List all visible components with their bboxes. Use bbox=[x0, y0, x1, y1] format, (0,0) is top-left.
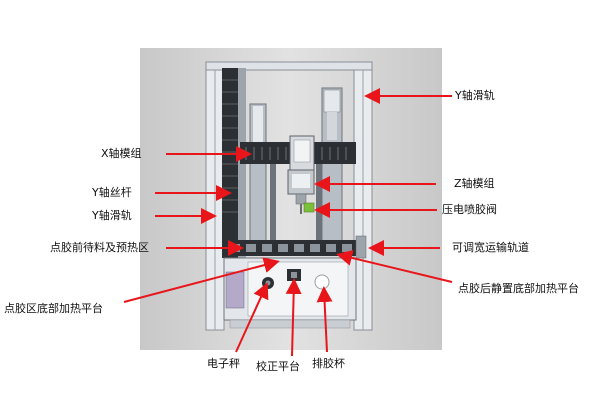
label-z-module: Z轴模组 bbox=[454, 177, 495, 190]
purge-cup-shape bbox=[314, 274, 330, 290]
label-post-platform: 点胶后静置底部加热平台 bbox=[458, 282, 579, 295]
cable-chain bbox=[222, 68, 238, 258]
arrow-purge-cup bbox=[316, 286, 333, 353]
label-valve: 压电喷胶阀 bbox=[442, 203, 497, 216]
label-preheat-zone: 点胶前待料及预热区 bbox=[50, 241, 149, 254]
label-y-screw: Y轴丝杆 bbox=[92, 186, 132, 199]
label-dispense-platform: 点胶区底部加热平台 bbox=[4, 302, 103, 315]
frame-top bbox=[205, 61, 373, 71]
label-y-rail-right: Y轴滑轨 bbox=[455, 89, 495, 102]
label-purge-cup: 排胶杯 bbox=[312, 357, 345, 370]
label-x-module: X轴模组 bbox=[101, 147, 142, 160]
arrow-calibration bbox=[285, 278, 302, 357]
callout-arrows bbox=[123, 88, 453, 357]
conveyor-track bbox=[224, 240, 356, 256]
label-calibration: 校正平台 bbox=[256, 360, 300, 373]
label-y-rail-left: Y轴滑轨 bbox=[92, 209, 132, 222]
label-scale: 电子秤 bbox=[207, 357, 240, 370]
arrow-dispense-platform bbox=[123, 257, 280, 303]
label-track: 可调宽运输轨道 bbox=[452, 241, 529, 254]
arrow-post-platform bbox=[336, 250, 453, 283]
arrow-scale bbox=[235, 282, 269, 353]
valve bbox=[303, 202, 315, 213]
